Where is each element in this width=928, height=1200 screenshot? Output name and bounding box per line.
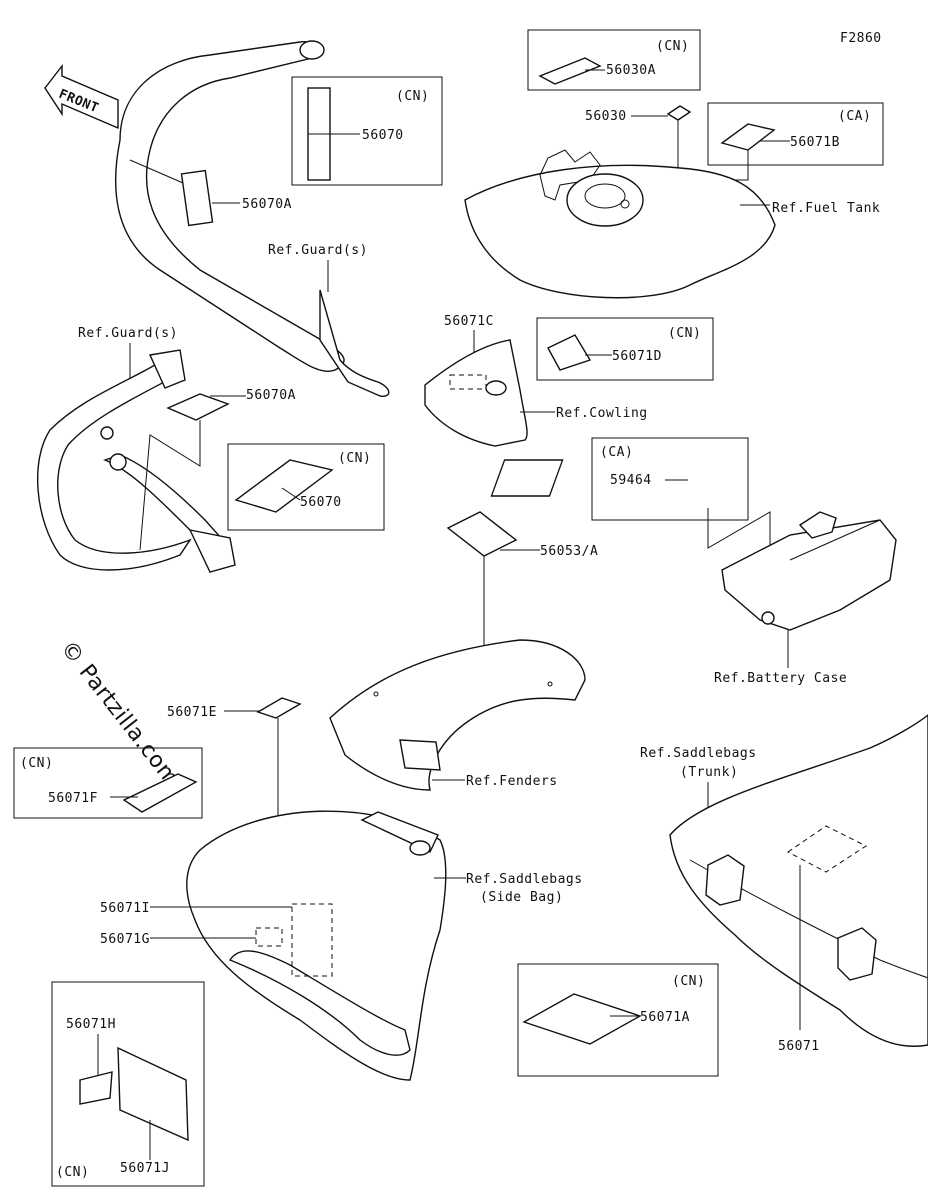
cn-box-56030A [527,29,701,91]
front-arrow-icon: FRONT [44,63,119,130]
part-56071E: 56071E [167,705,217,720]
label-56071H-shape [79,1071,113,1105]
ref-cowling: Ref.Cowling [556,406,648,421]
ref-fenders: Ref.Fenders [466,774,558,789]
part-56070-top: 56070 [362,128,404,143]
part-56071I: 56071I [100,901,150,916]
cn-box-56070-top [291,76,443,186]
ca-tag-56071B: (CA) [838,109,871,124]
cn-box-56071D [536,317,714,381]
part-56071B: 56071B [790,135,840,150]
ref-saddlebags-trunk-sub: (Trunk) [680,765,738,780]
ca-tag-59464: (CA) [600,445,633,460]
cn-box-56071H-J [51,981,205,1187]
cn-tag-56071D: (CN) [668,326,701,341]
watermark: © Partzilla.com [55,636,184,791]
ref-saddlebags-side-sub: (Side Bag) [480,890,563,905]
label-56071A-shape [522,993,642,1045]
label-56070A-mid-shape [166,393,230,421]
ref-saddlebags-trunk: Ref.Saddlebags [640,746,757,761]
ca-box-59464 [591,437,749,521]
cn-box-56071F [13,747,203,819]
label-56030-shape [666,105,692,121]
label-56070-mid-shape [234,459,334,513]
lower-guard-illustration [36,349,236,573]
part-56071F: 56071F [48,791,98,806]
label-59464-shape [490,459,564,497]
part-56070A-top: 56070A [242,197,292,212]
cn-tag-56071H-J: (CN) [56,1165,89,1180]
upper-guard-illustration [115,40,390,397]
side-bag-illustration [186,810,447,1081]
label-56071B-shape [720,123,776,151]
label-56071E-shape [256,697,302,719]
cn-box-56070-mid [227,443,385,531]
ref-fuel-tank: Ref.Fuel Tank [772,201,880,216]
figure-code: F2860 [840,31,882,46]
label-56071J-shape [117,1046,189,1142]
part-56071: 56071 [778,1039,820,1054]
cn-tag-56071A: (CN) [672,974,705,989]
part-56053A: 56053/A [540,544,598,559]
label-56070A-top-shape [180,169,214,227]
cn-tag-56030A: (CN) [656,39,689,54]
cn-box-56071A [517,963,719,1077]
label-56030A-shape [538,57,602,85]
cn-tag-56070-mid: (CN) [338,451,371,466]
part-56070A-mid: 56070A [246,388,296,403]
part-56071D: 56071D [612,349,662,364]
cn-tag-56070-top: (CN) [396,89,429,104]
ref-guards-top: Ref.Guard(s) [268,243,368,258]
part-56071J: 56071J [120,1161,170,1176]
ref-guards-left: Ref.Guard(s) [78,326,178,341]
ref-battery-case: Ref.Battery Case [714,671,847,686]
label-56053A-shape [446,511,518,557]
part-59464: 59464 [610,473,652,488]
part-56071G: 56071G [100,932,150,947]
part-56030: 56030 [585,109,627,124]
part-56030A: 56030A [606,63,656,78]
part-56071C: 56071C [444,314,494,329]
trunk-illustration [669,714,928,1047]
ref-saddlebags-side: Ref.Saddlebags [466,872,583,887]
part-56071H: 56071H [66,1017,116,1032]
label-56071D-shape [547,334,592,371]
ca-box-56071B [707,102,884,166]
fender-illustration [329,639,586,791]
part-56070-mid: 56070 [300,495,342,510]
cn-tag-56071F: (CN) [20,756,53,771]
fuel-tank-illustration [464,149,776,299]
part-56071A: 56071A [640,1010,690,1025]
label-56071F-shape [122,773,198,813]
cowling-illustration [424,339,528,447]
battery-case-illustration [721,511,897,631]
